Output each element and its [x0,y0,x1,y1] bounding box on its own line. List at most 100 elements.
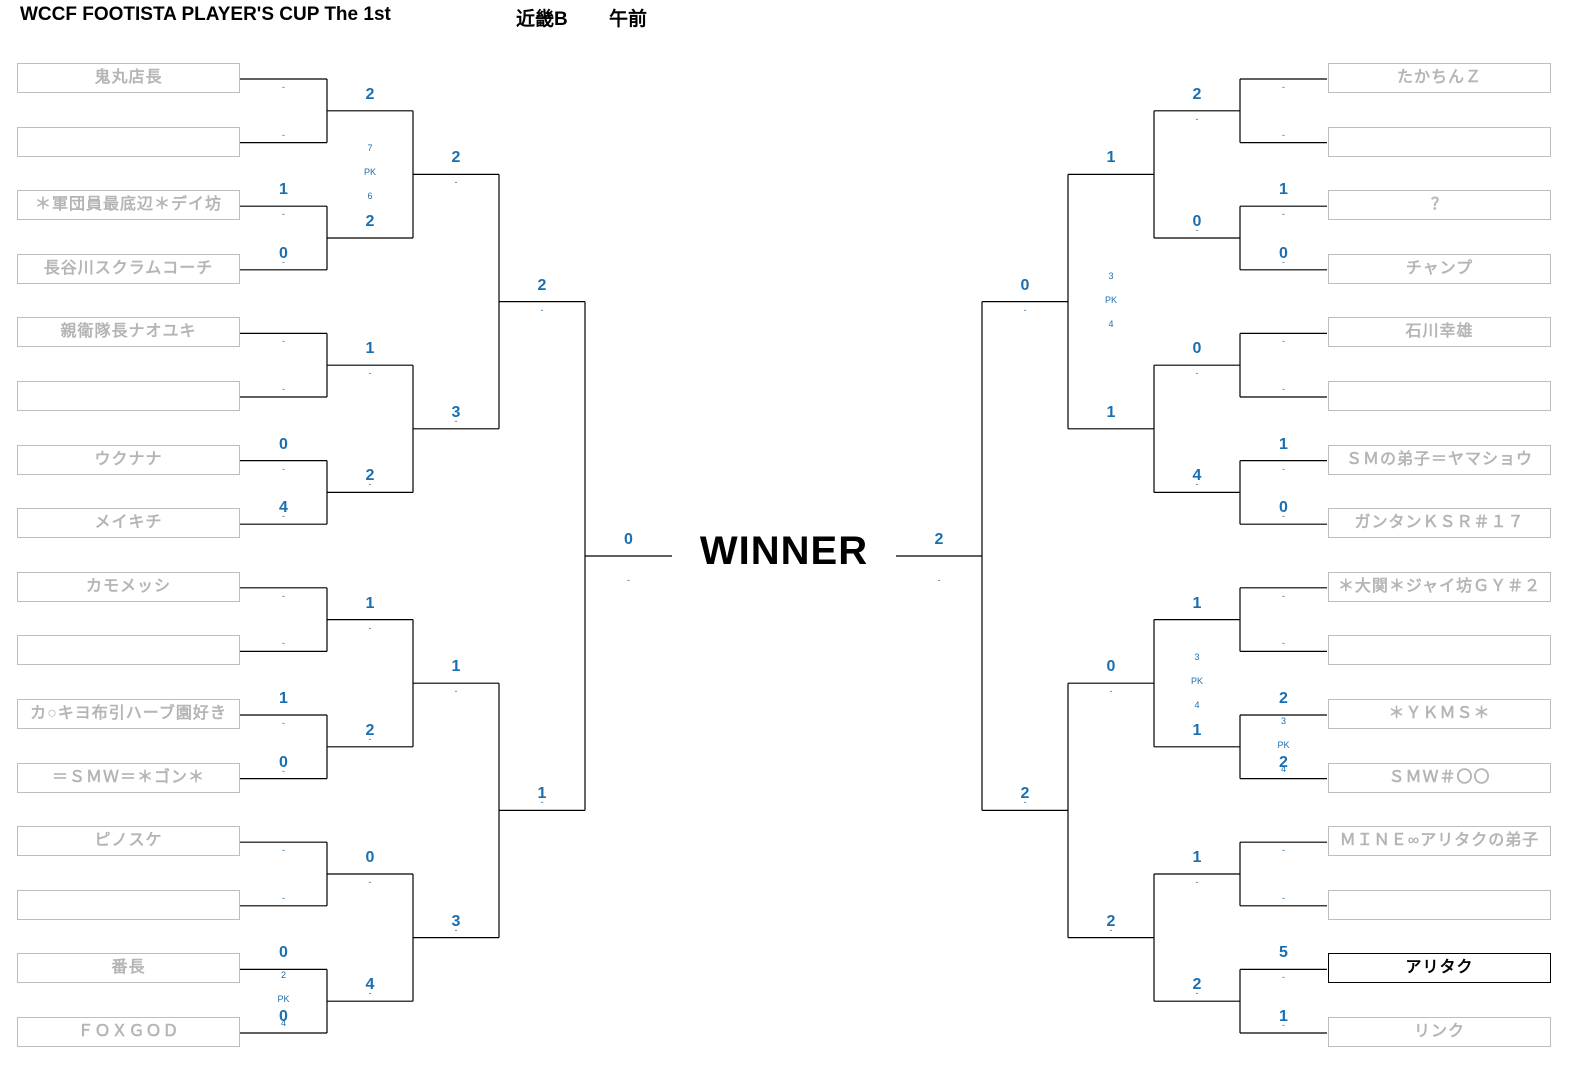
right-score-placeholder: - [1023,797,1027,808]
right-score-placeholder: - [1282,463,1285,474]
left-score-placeholder: - [282,845,285,856]
left-score-r3: 2 [451,149,461,167]
right-player-slot: ？ [1328,190,1551,221]
right-score-r1: 2 [1279,753,1288,771]
right-player-slot [1328,126,1551,157]
left-score-placeholder: - [282,209,285,220]
right-player-slot [1328,889,1551,920]
left-pk-note: 6 [367,191,373,202]
left-pk-note: PK [363,167,376,178]
left-score-placeholder: - [368,368,372,379]
left-score-r1: 1 [279,690,288,707]
right-score-placeholder: - [1195,988,1199,999]
left-player-slot: ＦＯＸＧＯＤ [17,1017,240,1047]
right-score-r2: 2 [1192,85,1202,103]
left-score-placeholder: - [454,415,458,426]
right-pk-note: 4 [1280,763,1286,774]
left-player-slot: カモメッシ [17,571,240,602]
left-score-placeholder: - [282,638,285,649]
left-player-slot [17,889,240,920]
session-label: 午前 [609,9,648,30]
right-score-placeholder: - [1109,686,1113,697]
right-player-slot: ＳＭＷ＃〇〇 [1328,762,1551,793]
right-score-placeholder: - [1109,924,1113,935]
tournament-title: WCCF FOOTISTA PLAYER'S CUP The 1st [20,4,391,25]
left-score-r1: 0 [279,753,288,771]
left-score-placeholder: - [282,511,285,522]
right-score-r1: 1 [1279,181,1288,199]
right-pk-note: 3 [1194,652,1200,663]
left-player-slot: 鬼丸店長 [17,63,240,93]
left-pk-note: PK [277,994,290,1005]
left-score-r1: 0 [279,1008,288,1025]
right-player-slot: ＭＩＮＥ∞アリタクの弟子 [1328,826,1551,857]
right-score-r3: 2 [1106,912,1116,930]
left-score-placeholder: - [368,877,372,887]
right-player-slot: ガンタンＫＳＲ＃１７ [1328,508,1551,539]
left-score-r4: 2 [537,276,547,294]
left-player-slot: メイキチ [17,508,240,539]
left-pk-note: 2 [280,970,286,981]
left-score-r2: 2 [365,467,375,485]
left-score-r1: 0 [279,435,288,453]
right-score-placeholder: - [1282,129,1285,140]
left-score-placeholder: - [282,129,285,140]
right-score-r1: 0 [1279,244,1288,262]
left-score-r2: 2 [365,213,375,230]
right-pk-note: PK [1190,676,1203,687]
left-player-slot [17,635,240,666]
right-score-r1: 2 [1279,690,1288,707]
left-score-placeholder: - [282,463,285,474]
right-score-r2: 1 [1192,849,1202,866]
right-score-placeholder: - [1282,638,1285,649]
right-score-r3: 1 [1106,403,1116,421]
left-pk-note: 7 [367,143,373,154]
right-score-placeholder: - [1282,892,1285,903]
left-score-placeholder: - [368,733,372,744]
left-score-r2: 1 [365,594,375,612]
left-score-r2: 2 [365,85,375,103]
left-score-r3: 3 [451,912,461,930]
left-player-slot: 番長 [17,953,240,984]
right-score-r2: 4 [1192,467,1202,485]
right-score-placeholder: - [1282,209,1285,220]
left-score-placeholder: - [282,892,285,903]
right-pk-note: PK [1104,294,1117,305]
left-score-r4: 1 [537,785,547,803]
right-score-placeholder: - [1282,972,1285,983]
right-player-slot: 石川幸雄 [1328,317,1551,348]
left-score-r1: 4 [279,499,288,517]
right-pk-note: PK [1277,739,1290,750]
right-player-slot: チャンプ [1328,253,1551,284]
left-score-r1: 0 [279,944,288,962]
right-score-placeholder: - [1195,113,1199,124]
left-score-placeholder: - [540,304,544,315]
left-player-slot [17,126,240,157]
right-pk-note: 4 [1194,700,1200,711]
right-score-r4: 2 [1020,785,1030,803]
right-score-placeholder: - [1195,877,1199,887]
left-score-placeholder: - [368,988,372,999]
left-player-slot: ＊軍団員最底辺＊デイ坊 [17,190,240,221]
right-score-placeholder: - [1282,82,1285,92]
right-player-slot [1328,381,1551,411]
region-label: 近畿B [516,9,568,30]
right-player-slot: ＳＭの弟子＝ヤマショウ [1328,444,1551,475]
left-score-placeholder: - [282,336,285,347]
right-player-slot: アリタク [1328,953,1551,984]
left-score-r1: 1 [279,181,288,199]
right-pk-note: 3 [1280,715,1286,726]
right-pk-note: 3 [1108,270,1114,281]
left-player-slot: カ○キヨ布引ハーブ園好き [17,699,240,729]
left-score-placeholder: - [627,575,630,585]
right-pk-note: 4 [1108,318,1114,329]
left-score-placeholder: - [282,765,285,776]
left-score-r2: 2 [365,721,375,739]
right-score-placeholder: - [1023,304,1027,315]
right-score-r1: 5 [1279,944,1288,962]
right-final-score: 2 [934,531,944,548]
right-player-slot: ＊ＹＫＭＳ＊ [1328,699,1551,729]
left-final-score: 0 [624,531,633,548]
right-score-placeholder: - [937,575,941,585]
